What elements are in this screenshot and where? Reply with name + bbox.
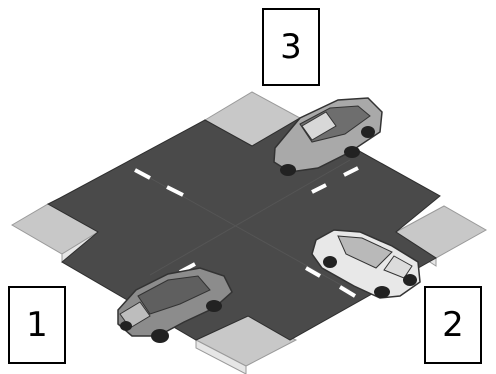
lane-dash	[134, 168, 151, 180]
car-3-label: 3	[262, 8, 320, 86]
lane-dash	[311, 183, 327, 194]
car-1-label: 1	[8, 286, 66, 364]
lane-markings	[134, 166, 359, 298]
lane-dash	[166, 185, 184, 197]
lane-dash	[338, 285, 357, 298]
lane-dash	[343, 166, 359, 177]
road-surface	[46, 117, 441, 341]
car-2	[311, 229, 421, 299]
car-3	[273, 97, 383, 176]
car-1	[117, 267, 233, 343]
car-2-label: 2	[424, 286, 482, 364]
lane-dash	[305, 266, 321, 278]
